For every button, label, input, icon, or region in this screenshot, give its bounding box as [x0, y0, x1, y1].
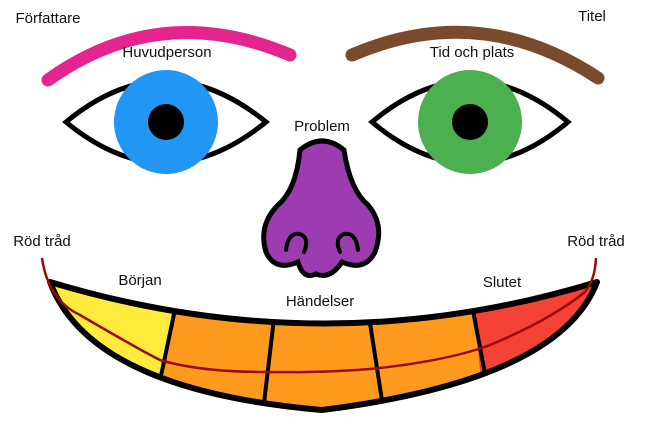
right-eyebrow: [345, 25, 605, 85]
label-red-thread-left: Röd tråd: [13, 233, 71, 250]
left-eye: [62, 70, 270, 174]
label-problem: Problem: [294, 118, 350, 135]
left-eyebrow: [41, 26, 297, 87]
right-eye: [368, 70, 572, 174]
left-pupil: [148, 104, 184, 140]
label-events: Händelser: [285, 293, 355, 310]
label-time-place: Tid och plats: [429, 44, 515, 61]
label-main-character: Huvudperson: [122, 44, 212, 61]
right-pupil: [452, 104, 488, 140]
label-author: Författare: [15, 10, 81, 27]
nose: [261, 138, 382, 278]
label-ending: Slutet: [482, 274, 522, 291]
label-title: Titel: [578, 8, 606, 25]
label-beginning: Början: [118, 272, 162, 289]
label-red-thread-right: Röd tråd: [567, 233, 625, 250]
red-thread: [40, 257, 598, 374]
